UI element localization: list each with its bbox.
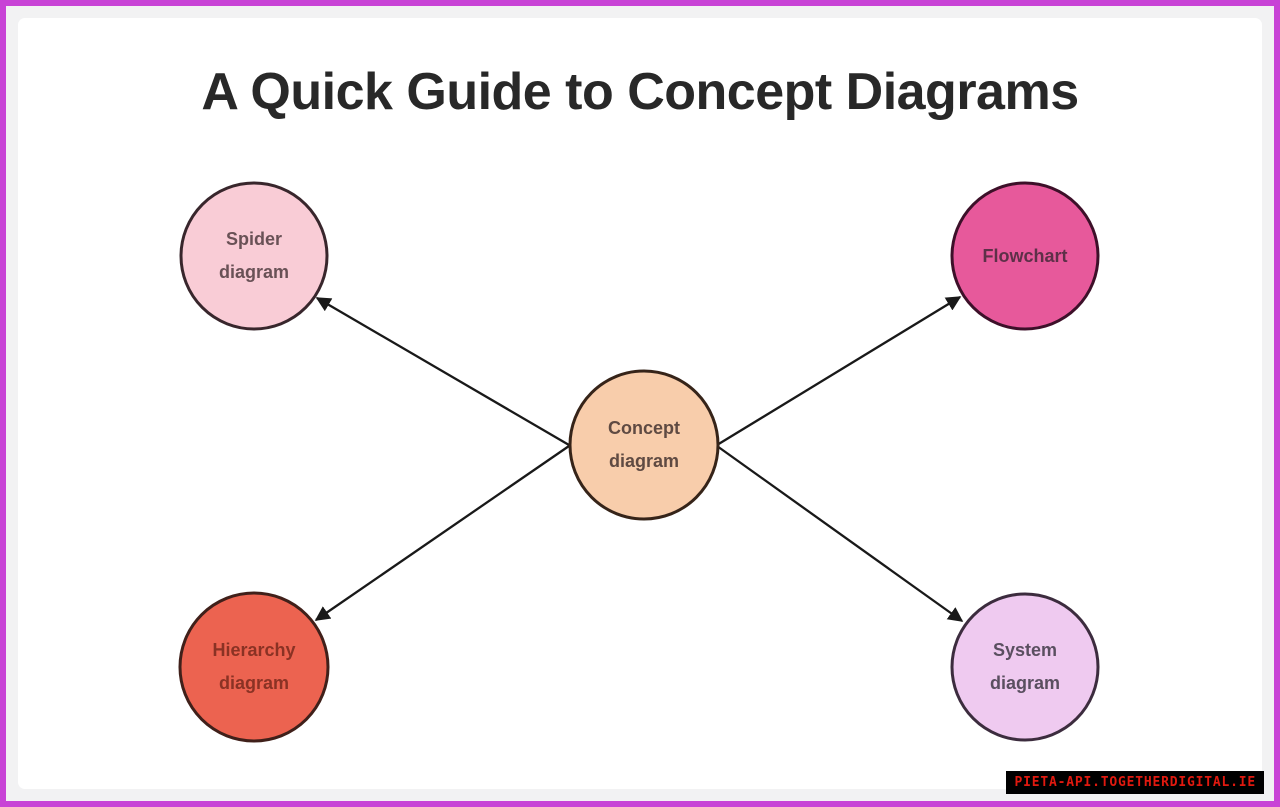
watermark-badge: PIETA-API.TOGETHERDIGITAL.IE	[1006, 771, 1264, 794]
page-title: A Quick Guide to Concept Diagrams	[201, 63, 1079, 121]
arrow-concept-to-hierarchy	[314, 445, 570, 621]
node-spider-diagram	[179, 181, 329, 331]
arrow-concept-to-spider	[315, 297, 570, 446]
arrow-concept-to-flowchart	[716, 296, 962, 446]
arrow-concept-to-system	[716, 445, 964, 622]
node-hierarchy-diagram	[178, 591, 330, 743]
node-flowchart	[950, 181, 1100, 331]
node-concept-diagram	[568, 369, 720, 521]
node-system-diagram	[950, 592, 1100, 742]
